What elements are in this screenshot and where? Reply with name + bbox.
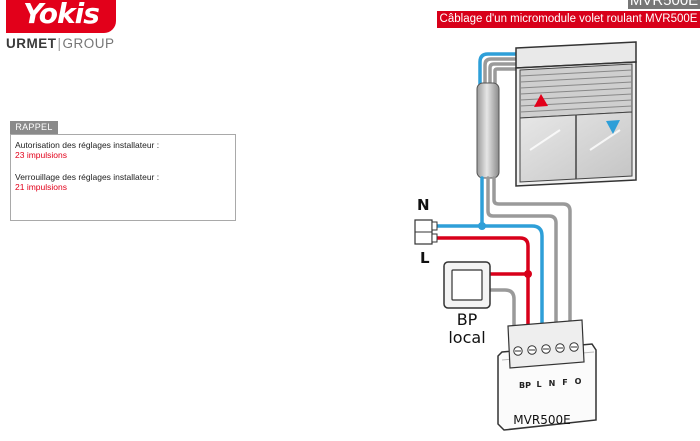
motor-wire-grey-2	[492, 176, 572, 338]
neutral-junction-dot	[478, 222, 486, 230]
line-label: L	[420, 249, 430, 267]
neutral-wire	[430, 176, 544, 338]
connector-block-icon	[507, 319, 585, 369]
button-return-wire	[488, 288, 516, 338]
arrow-up-icon	[534, 94, 548, 107]
group-secondary: GROUP	[62, 36, 115, 51]
neutral-label: N	[417, 196, 430, 214]
product-tab: MVR500E	[628, 0, 700, 9]
push-button-label-bp: BP	[457, 310, 478, 329]
rappel-item-lock-value: 21 impulsions	[15, 182, 67, 192]
rappel-tab: RAPPEL	[10, 121, 58, 134]
push-button-icon	[443, 261, 491, 309]
push-button-label-local: local	[448, 328, 485, 347]
page-title: Câblage d'un micromodule volet roulant M…	[437, 11, 700, 28]
motor-wire-grey	[486, 176, 558, 338]
terminal-label-l: L	[536, 380, 541, 389]
group-primary: URMET	[6, 36, 57, 51]
line-wire	[430, 236, 530, 338]
rappel-item-unlock-label: Autorisation des réglages installateur :	[15, 140, 160, 150]
rappel-item-unlock-value: 23 impulsions	[15, 150, 67, 160]
terminal-label-n: N	[549, 379, 556, 388]
logo-text: Yokis	[23, 0, 100, 30]
shutter-icon	[515, 41, 637, 187]
rappel-panel: Autorisation des réglages installateur :…	[10, 134, 236, 221]
motor-cable	[478, 52, 518, 87]
yokis-logo: Yokis	[6, 0, 116, 33]
terminal-label-f: F	[562, 378, 567, 387]
line-junction-dot	[524, 270, 532, 278]
network-terminal-block	[414, 219, 438, 245]
module-label: MVR500E	[513, 413, 570, 427]
terminal-label-bp: BP	[519, 381, 531, 390]
arrow-down-icon	[606, 120, 620, 134]
group-separator: |	[57, 36, 62, 51]
group-logo: URMET|GROUP	[6, 36, 115, 51]
terminal-label-o: O	[575, 377, 582, 386]
rappel-item-lock-label: Verrouillage des réglages installateur :	[15, 172, 160, 182]
junction-sleeve	[476, 82, 500, 179]
